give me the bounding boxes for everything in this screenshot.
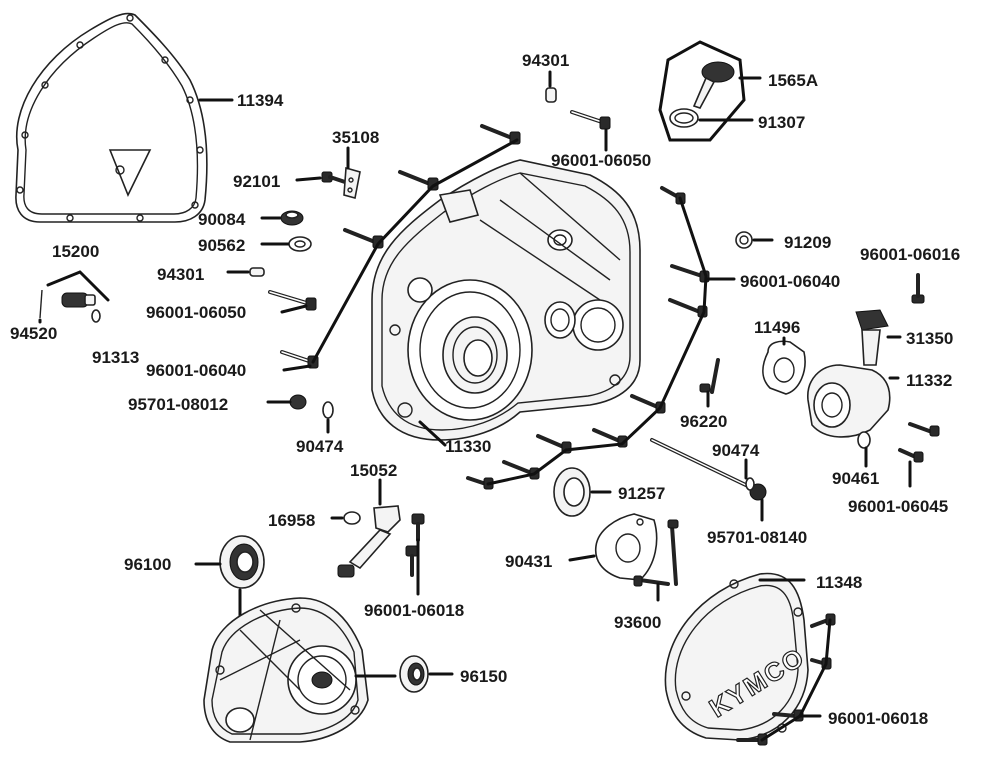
callout-11332: 11332 (906, 371, 952, 390)
callout-90084: 90084 (198, 210, 246, 229)
callout-31350: 31350 (906, 329, 953, 348)
callout-1565A: 1565A (768, 71, 818, 90)
gasket-11496 (762, 340, 806, 395)
oil-seal-91257 (553, 467, 591, 517)
callout-15052: 15052 (350, 461, 397, 480)
bolt-92101 (321, 171, 347, 184)
callout-11496: 11496 (754, 318, 800, 337)
callout-96001-06040-right: 96001-06040 (740, 272, 840, 291)
callout-11330: 11330 (445, 437, 491, 456)
ring-90461 (857, 431, 871, 449)
leader-96001-06050-left (280, 304, 308, 314)
callout-90474-left: 90474 (296, 437, 344, 456)
callout-95701-08012: 95701-08012 (128, 395, 228, 414)
dowel-94301-top (545, 87, 557, 103)
callout-90431: 90431 (505, 552, 552, 571)
ring-91209 (735, 231, 753, 249)
side-cover-11348: KYMCO (664, 572, 811, 741)
ring-16958 (343, 511, 361, 525)
plug-90084 (280, 210, 304, 226)
leader-90431 (568, 554, 596, 562)
callout-labels: 11394 35108 92101 90084 90562 15200 9430… (10, 51, 960, 728)
callout-95701-08140: 95701-08140 (707, 528, 807, 547)
callout-96001-06050-top: 96001-06050 (551, 151, 651, 170)
washer-90562 (288, 236, 312, 252)
callout-94520: 94520 (10, 324, 57, 343)
callout-92101: 92101 (233, 172, 280, 191)
long-bolt-95701-08140 (650, 438, 767, 501)
callout-96001-06045: 96001-06045 (848, 497, 948, 516)
callout-96001-06018-right: 96001-06018 (828, 709, 928, 728)
bracket-35108 (343, 166, 361, 199)
plate-90431 (594, 513, 658, 581)
callout-96100: 96100 (124, 555, 171, 574)
callout-11348: 11348 (816, 573, 862, 592)
plug-95701-08012 (289, 394, 307, 410)
dowel-94301-left (249, 267, 265, 277)
bolts-96001-06018-right (736, 613, 836, 746)
callout-94301-top: 94301 (522, 51, 569, 70)
callout-94301-left: 94301 (157, 265, 204, 284)
leader-bolt-chain-side (760, 618, 832, 742)
callout-91257: 91257 (618, 484, 665, 503)
oil-filler-group (658, 40, 746, 142)
oil-filter-group-15200 (39, 270, 110, 323)
callout-91209: 91209 (784, 233, 831, 252)
bolts-96001-06018-lower (405, 513, 425, 577)
callout-90474-right: 90474 (712, 441, 760, 460)
bolts-cover-upper-left (343, 124, 521, 249)
sensor-31350 (855, 309, 889, 366)
bolts-96001-06045 (898, 422, 940, 463)
callout-91307: 91307 (758, 113, 805, 132)
leader-11330 (418, 420, 447, 447)
callout-96001-06016: 96001-06016 (860, 245, 960, 264)
fitting-15052 (337, 505, 401, 578)
callout-96150: 96150 (460, 667, 507, 686)
callout-96001-06050-left: 96001-06050 (146, 303, 246, 322)
bolt-96001-06050-left (268, 290, 317, 311)
callout-35108: 35108 (332, 128, 379, 147)
crankcase-cover-11330 (371, 159, 641, 441)
callout-96220: 96220 (680, 412, 727, 431)
bolt-96001-06050-top (570, 110, 611, 130)
bolts-93600 (633, 519, 679, 587)
callout-15200: 15200 (52, 242, 99, 261)
lower-cover-housing (203, 597, 369, 743)
bolt-96001-06016 (911, 273, 925, 304)
callout-90562: 90562 (198, 236, 245, 255)
callout-93600: 93600 (614, 613, 661, 632)
callout-90461: 90461 (832, 469, 879, 488)
bearing-96100 (219, 535, 265, 589)
washer-90474-left (322, 401, 334, 419)
leader-bolt-chain-left (311, 138, 519, 364)
callout-91313: 91313 (92, 348, 139, 367)
callout-16958: 16958 (268, 511, 315, 530)
oil-seal-96150 (399, 655, 429, 693)
leader-92101 (295, 176, 322, 182)
callout-11394: 11394 (237, 91, 284, 110)
housing-11332 (807, 364, 891, 438)
callout-96001-06018-lower: 96001-06018 (364, 601, 464, 620)
bolt-96220 (699, 358, 720, 394)
callout-96001-06040-left: 96001-06040 (146, 361, 246, 380)
leader-bolt-chain-right (486, 196, 708, 486)
leader-96001-06040-left (282, 364, 312, 372)
gasket-11394 (15, 12, 208, 223)
